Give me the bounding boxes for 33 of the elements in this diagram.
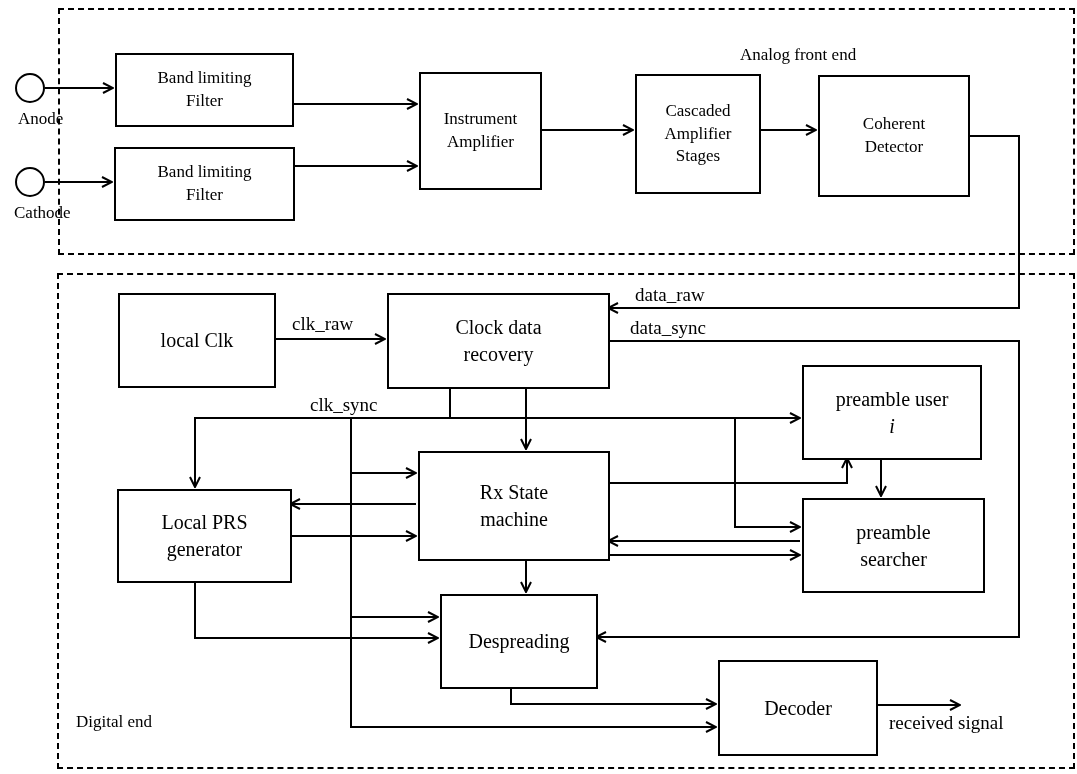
block-box xyxy=(115,53,294,127)
block-box xyxy=(440,594,598,689)
block-box xyxy=(114,147,295,221)
group-title: Digital end xyxy=(76,711,152,733)
block-label: Band limiting Filter xyxy=(156,67,253,112)
block-label: Local PRS generator xyxy=(160,510,249,563)
block-box xyxy=(117,489,292,583)
block-label: preamble searcher xyxy=(855,519,932,572)
block-label: Clock data recovery xyxy=(454,315,543,368)
block-label: local Clk xyxy=(159,328,235,353)
block-label: Instrument Amplifier xyxy=(442,108,519,153)
block-box xyxy=(418,451,610,561)
group-frame xyxy=(57,273,1075,769)
block-box xyxy=(387,293,610,389)
block-box xyxy=(118,293,276,388)
block-box xyxy=(802,365,982,460)
terminal-label: Anode xyxy=(18,108,64,130)
block-label: Decoder xyxy=(763,695,833,721)
block-label: preamble user i xyxy=(834,386,950,439)
block-label: Cascaded Amplifier Stages xyxy=(663,99,733,168)
block-box xyxy=(802,498,985,593)
block-box xyxy=(718,660,878,756)
connector-arrow xyxy=(44,176,113,188)
block-label: Rx State machine xyxy=(478,480,550,532)
block-box xyxy=(419,72,542,190)
terminal-label: Cathode xyxy=(14,202,71,224)
block-label: Coherent Detector xyxy=(861,113,927,158)
block-label: Despreading xyxy=(467,629,571,655)
block-label: Band limiting Filter xyxy=(156,161,253,206)
block-box xyxy=(818,75,970,197)
group-title: Analog front end xyxy=(740,44,857,66)
connector-arrow xyxy=(44,82,114,94)
block-box xyxy=(635,74,761,194)
